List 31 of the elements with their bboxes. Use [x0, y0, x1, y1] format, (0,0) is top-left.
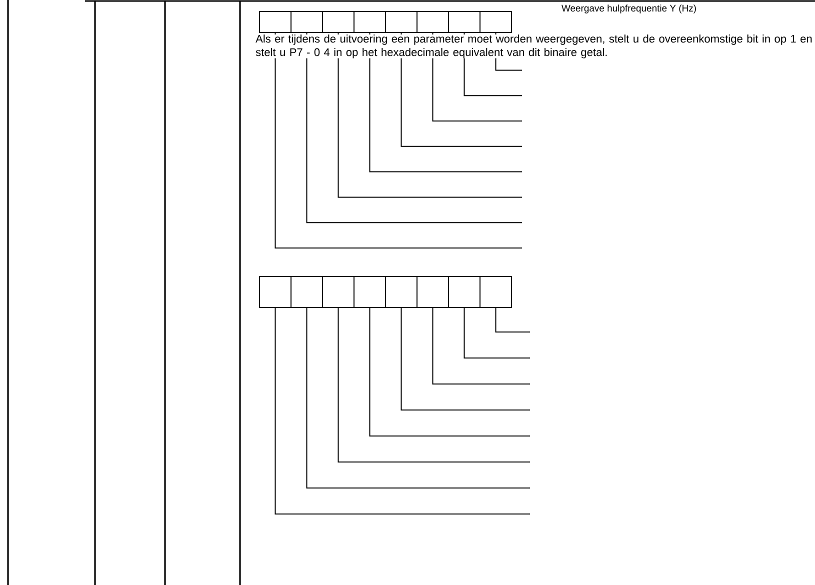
bit-cell — [480, 11, 512, 33]
leader-line — [306, 32, 522, 224]
bit-cell — [416, 276, 449, 308]
leader-line — [495, 308, 530, 332]
leader-line — [432, 308, 530, 384]
leader-line — [338, 308, 530, 462]
bit-cell — [322, 11, 354, 33]
leader-line — [274, 32, 522, 248]
bit-cell — [448, 11, 480, 33]
leader-line — [306, 308, 530, 488]
bit-cell — [259, 11, 292, 33]
note-text: Als er tijdens de uitvoering een parameter moet worden weergegeven, stelt u de overeenkomstige bit in op 1 en stelt u P7 - 0 4 in op het hexadecimale equivalent van dit binaire getal. — [256, 34, 815, 58]
leader-line — [400, 32, 522, 147]
bit-cell — [290, 11, 323, 33]
bit-cell — [385, 276, 418, 308]
bit-cell — [290, 276, 323, 308]
leader-line — [369, 308, 530, 436]
leader-line — [369, 32, 522, 172]
bit-cell — [354, 11, 386, 33]
bit-cell — [480, 276, 512, 308]
bit-cell — [448, 276, 480, 308]
bit-cell — [385, 11, 418, 33]
bit-cell — [259, 276, 292, 308]
leader-line — [400, 308, 530, 410]
bit-cell — [416, 11, 449, 33]
heading-text: Weergave hulpfrequentie Y (Hz) — [562, 4, 696, 14]
leader-line — [464, 308, 530, 358]
bit-cell — [354, 276, 386, 308]
leader-line — [274, 308, 530, 514]
leader-line — [338, 32, 522, 198]
bit-cell — [322, 276, 354, 308]
